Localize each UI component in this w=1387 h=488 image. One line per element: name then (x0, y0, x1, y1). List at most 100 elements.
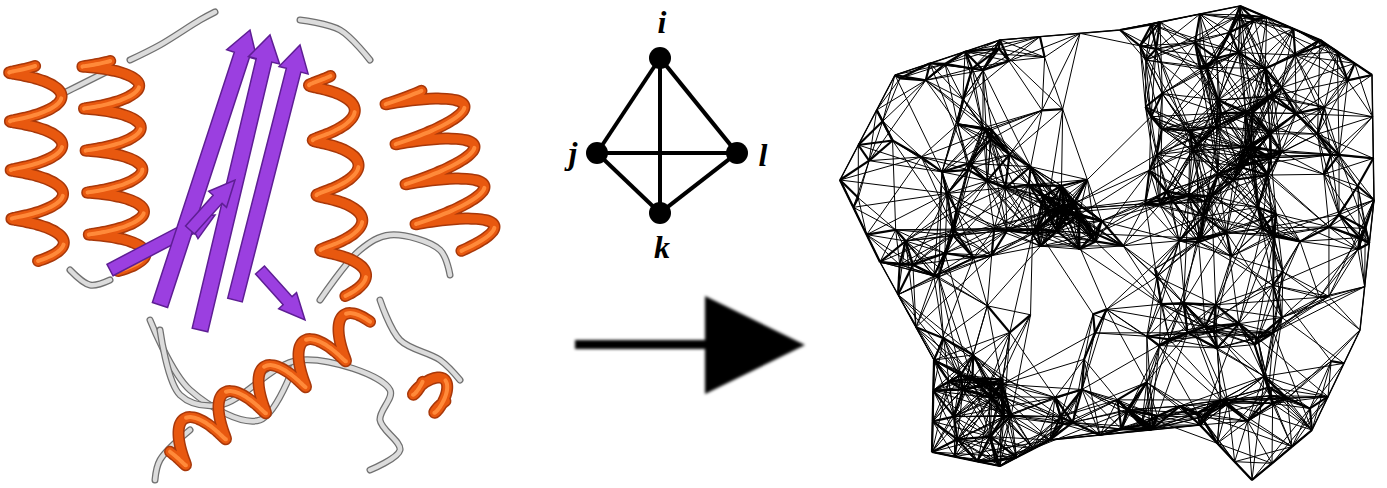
coil-segment (380, 300, 460, 380)
alpha-helix (82, 61, 145, 271)
alpha-helix (170, 313, 370, 465)
contact-edge (1123, 241, 1179, 246)
contact-edge (933, 378, 973, 421)
helix-shadow (386, 91, 495, 251)
contact-edge (955, 437, 990, 457)
contact-edge (1087, 117, 1151, 180)
contact-edge (1282, 44, 1326, 87)
contact-edge (1248, 398, 1288, 421)
contact-edge (1157, 241, 1179, 277)
helix-highlight (309, 76, 330, 85)
protein-ribbon (9, 12, 494, 480)
coil-segment (300, 20, 370, 60)
contact-edge (1282, 318, 1344, 364)
contact-edge (1107, 309, 1160, 345)
contact-edge (1282, 63, 1355, 87)
contact-edge (1063, 389, 1082, 424)
contact-edge (883, 78, 900, 121)
contact-edge (898, 265, 913, 295)
contact-edge (1274, 214, 1276, 236)
coil-outline (70, 270, 110, 285)
contact-edge (1205, 157, 1250, 202)
contact-edge (942, 170, 968, 172)
contact-edge (1273, 236, 1274, 285)
contact-edge (1123, 246, 1155, 269)
arrow-head (705, 296, 805, 394)
contact-edge (947, 130, 991, 194)
contact-edge (1216, 305, 1239, 324)
contact-edge (1190, 131, 1245, 148)
helix-highlight (11, 147, 62, 170)
contact-edge (883, 75, 895, 121)
contact-edge (1145, 155, 1157, 204)
contact-edge (955, 416, 1004, 456)
contact-edge (1146, 60, 1200, 69)
contact-edge (957, 437, 990, 440)
contact-edge (1145, 202, 1205, 204)
contact-edge (947, 188, 1005, 194)
contact-edge (1254, 20, 1295, 55)
contact-edge (1268, 174, 1324, 176)
contact-edge (1204, 216, 1227, 232)
contact-edge (898, 277, 939, 295)
contact-edge (1258, 175, 1268, 207)
helix-highlight (264, 365, 305, 387)
helix-highlight (306, 339, 346, 361)
contact-edge (1324, 174, 1339, 214)
contact-edge (880, 262, 934, 276)
contact-edge (913, 193, 947, 264)
contact-edge (1084, 359, 1117, 400)
contact-edge (944, 338, 961, 375)
contact-edge (1273, 285, 1331, 361)
contact-edge (1199, 242, 1232, 256)
contact-edge (1061, 186, 1074, 202)
contact-edge (1082, 333, 1095, 390)
contact-edge (945, 188, 1005, 253)
contact-edge (1159, 304, 1161, 345)
contact-edge (1248, 404, 1273, 421)
beta-strand (186, 180, 235, 234)
contact-edge (1295, 55, 1297, 113)
contact-edge (1063, 424, 1121, 429)
contact-edge (1179, 241, 1231, 256)
contact-edge (1162, 43, 1195, 94)
contact-edge (1274, 236, 1283, 271)
contact-edge (1281, 272, 1283, 318)
contact-edge (1318, 107, 1325, 134)
contact-edge (1037, 229, 1093, 314)
contact-edge (883, 121, 922, 157)
contact-edge (1271, 158, 1324, 174)
contact-edge (1250, 113, 1252, 157)
contact-edge (963, 49, 999, 99)
contact-edge (1292, 408, 1310, 446)
contact-edge (916, 327, 961, 375)
contact-edge (858, 198, 895, 230)
contact-edge (1195, 43, 1200, 69)
helix-highlight (320, 222, 362, 250)
contact-edge (1009, 109, 1062, 154)
contact-edge (1146, 60, 1163, 94)
contact-edge (1146, 24, 1152, 60)
helix-highlight (461, 228, 494, 251)
contact-edge (987, 256, 991, 306)
contact-edge (898, 276, 934, 295)
contact-edge (1063, 109, 1088, 179)
contact-edge (1273, 398, 1288, 403)
contact-edge (1295, 55, 1324, 107)
contact-edge (1271, 396, 1310, 409)
contact-edge (1200, 69, 1218, 175)
contact-edge (1031, 167, 1066, 209)
contact-edge (913, 235, 953, 264)
contact-edge (1239, 20, 1255, 53)
contact-edge (1009, 61, 1042, 110)
contact-edge (913, 265, 916, 328)
contact-edge (1082, 389, 1121, 429)
contact-edge (1273, 285, 1329, 296)
helix-highlight (413, 382, 423, 395)
contact-edge (1235, 462, 1272, 464)
contact-edge (926, 80, 992, 129)
contact-edge (949, 381, 954, 416)
contact-edge (1084, 314, 1093, 359)
contact-edge (1331, 155, 1339, 215)
helix-highlight (84, 87, 139, 108)
